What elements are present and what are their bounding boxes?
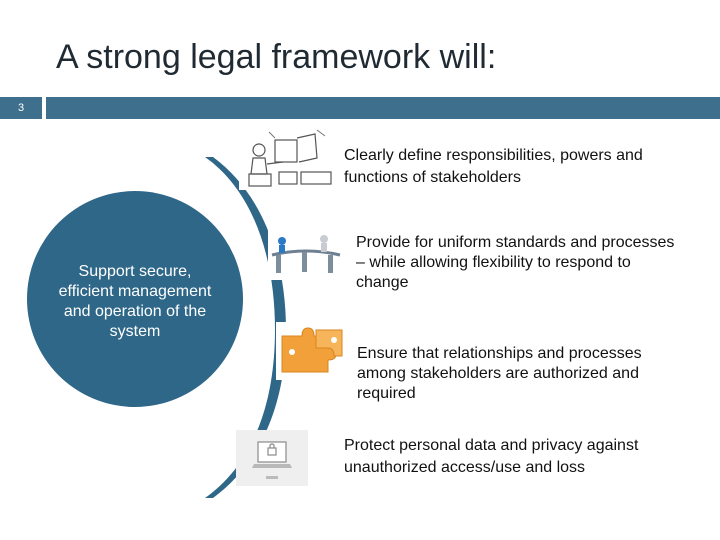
figures-on-bridge-icon [268,225,344,280]
central-circle-text: Support secure, efficient management and… [58,263,212,340]
point-privacy: Protect personal data and privacy agains… [344,437,639,476]
header-rule-bar [46,97,720,119]
puzzle-pieces-icon [276,322,350,380]
point-relationships: Ensure that relationships and processes … [357,345,642,402]
central-circle [27,191,243,407]
office-worker-sketch-icon [239,128,339,190]
slide-title: A strong legal framework will: [56,38,497,76]
slide-number-bar [0,97,42,119]
point-responsibilities: Clearly define responsibilities, powers … [344,147,643,186]
secure-laptop-icon [236,430,308,486]
point-standards: Provide for uniform standards and proces… [356,234,675,291]
slide-number: 3 [17,102,25,114]
